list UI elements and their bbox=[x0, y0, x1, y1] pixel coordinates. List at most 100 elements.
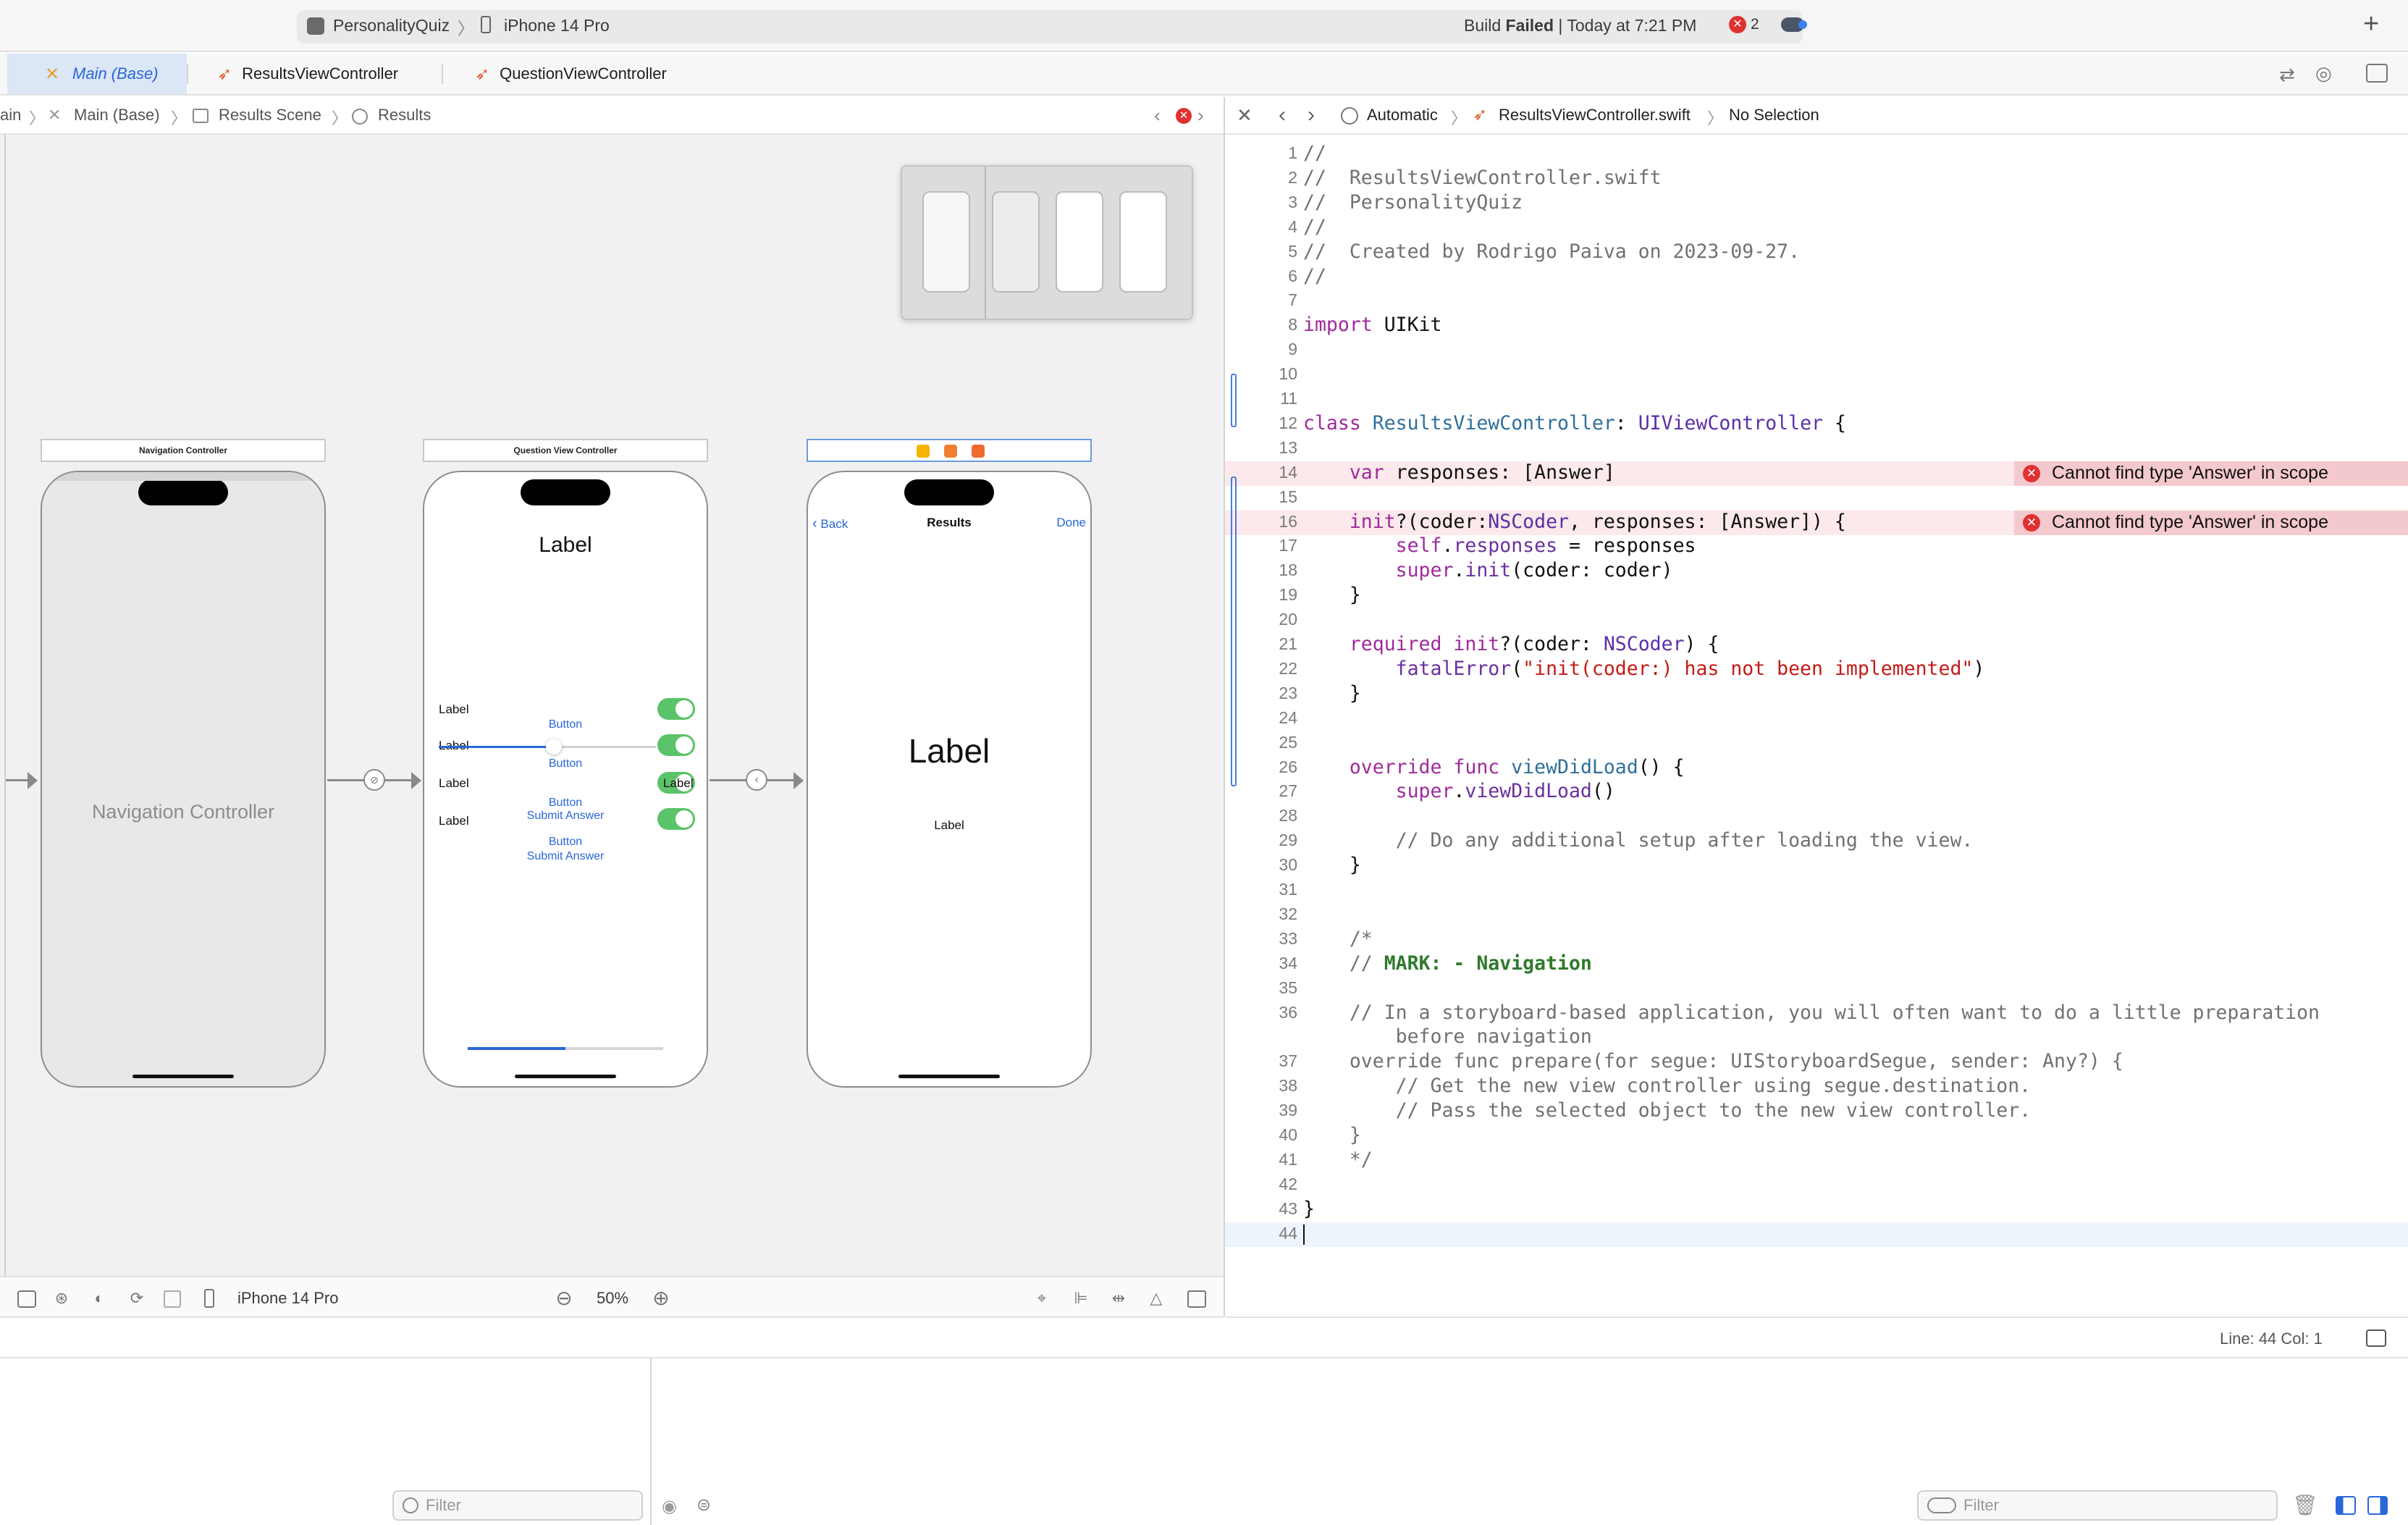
code-line[interactable]: self.responses = responses bbox=[1395, 534, 1696, 558]
code-line[interactable]: var responses: [Answer] bbox=[1349, 461, 1615, 484]
row-button[interactable]: Button bbox=[548, 797, 583, 809]
code-line[interactable]: // In a storyboard-based application, yo… bbox=[1349, 1001, 2320, 1024]
line-number[interactable]: 6 bbox=[1288, 266, 1297, 285]
code-line[interactable]: */ bbox=[1349, 1148, 1373, 1171]
done-button[interactable]: Done bbox=[1056, 516, 1086, 529]
line-number[interactable]: 44 bbox=[1279, 1223, 1297, 1243]
question-scene-title[interactable]: Question View Controller bbox=[423, 439, 708, 462]
assistant-mode[interactable]: Automatic bbox=[1367, 106, 1438, 124]
line-number[interactable]: 14 bbox=[1279, 462, 1297, 482]
line-number[interactable]: 21 bbox=[1279, 634, 1297, 653]
change-bar[interactable] bbox=[1231, 374, 1237, 427]
tab-question-view-controller[interactable]: ➶ QuestionViewController bbox=[475, 54, 707, 94]
code-line[interactable]: before navigation bbox=[1349, 1025, 1592, 1049]
line-number[interactable]: 38 bbox=[1279, 1076, 1297, 1096]
debug-area-toggle-icon[interactable] bbox=[2366, 1329, 2386, 1347]
relationship-segue-icon[interactable]: ⊘ bbox=[363, 769, 385, 791]
line-number[interactable]: 32 bbox=[1279, 904, 1297, 923]
code-line[interactable]: // ResultsViewController.swift bbox=[1303, 166, 1662, 189]
align-icon[interactable]: ⊫ bbox=[1074, 1289, 1088, 1307]
line-number[interactable]: 27 bbox=[1279, 781, 1297, 801]
submit-answer-button[interactable]: Submit Answer bbox=[526, 810, 605, 822]
results-view-controller-scene[interactable]: ‹ Back Results Done Label Label bbox=[807, 471, 1092, 1088]
line-number[interactable]: 16 bbox=[1279, 511, 1297, 531]
line-number[interactable]: 11 bbox=[1280, 389, 1297, 408]
close-icon[interactable]: ✕ bbox=[1237, 104, 1253, 126]
canvas-minimap[interactable] bbox=[901, 165, 1193, 320]
code-line[interactable]: /* bbox=[1349, 927, 1373, 950]
zoom-level[interactable]: 50% bbox=[597, 1289, 629, 1307]
update-frames-icon[interactable]: ⌖ bbox=[1037, 1289, 1047, 1307]
submit-answer-button[interactable]: Submit Answer bbox=[526, 850, 605, 862]
accessibility-icon[interactable]: ⊛ bbox=[54, 1289, 69, 1307]
add-editor-icon[interactable] bbox=[2366, 64, 2388, 83]
code-line[interactable]: // PersonalityQuiz bbox=[1303, 190, 1523, 214]
slider-thumb[interactable] bbox=[546, 739, 562, 755]
embed-in-icon[interactable] bbox=[1187, 1290, 1206, 1308]
line-number[interactable]: 36 bbox=[1279, 1002, 1297, 1022]
question-view-controller-scene[interactable]: Label Label Button Label Button Label La… bbox=[423, 471, 708, 1088]
variables-filter-field[interactable]: Filter bbox=[392, 1490, 643, 1521]
breadcrumb-root[interactable]: ain bbox=[0, 106, 22, 124]
swap-editor-icon[interactable]: ⇄ bbox=[2279, 64, 2295, 85]
nav-scene-title[interactable]: Navigation Controller bbox=[41, 439, 326, 462]
line-number[interactable]: 28 bbox=[1279, 806, 1297, 825]
line-number[interactable]: 9 bbox=[1288, 340, 1297, 359]
line-number[interactable]: 23 bbox=[1279, 683, 1297, 702]
line-number[interactable]: 41 bbox=[1279, 1149, 1297, 1169]
code-line[interactable]: // bbox=[1303, 142, 1326, 164]
first-responder-icon[interactable] bbox=[944, 445, 957, 458]
view-controller-dock-icon[interactable] bbox=[917, 445, 930, 458]
navigation-controller-scene[interactable]: Navigation Controller bbox=[41, 471, 326, 1088]
previous-issue-icon[interactable]: ‹ bbox=[1154, 104, 1161, 126]
code-line[interactable]: } bbox=[1303, 681, 1361, 705]
line-number[interactable]: 30 bbox=[1279, 855, 1297, 875]
orientation-icon[interactable]: ⟳ bbox=[130, 1289, 144, 1307]
line-number[interactable]: 25 bbox=[1279, 732, 1297, 752]
code-line[interactable]: // MARK: - Navigation bbox=[1349, 951, 1592, 975]
appearance-icon[interactable]: ◐ bbox=[94, 1289, 104, 1307]
code-line[interactable]: // bbox=[1303, 264, 1326, 287]
code-line[interactable]: } bbox=[1303, 1197, 1315, 1220]
show-variables-icon[interactable] bbox=[2336, 1496, 2356, 1515]
code-line[interactable]: } bbox=[1349, 1124, 1361, 1146]
breadcrumb-scene[interactable]: Results Scene bbox=[219, 106, 321, 124]
code-line[interactable]: } bbox=[1303, 854, 1361, 877]
line-number[interactable]: 8 bbox=[1288, 315, 1297, 335]
zoom-in-icon[interactable]: ⊕ bbox=[652, 1287, 670, 1309]
line-number[interactable]: 35 bbox=[1279, 978, 1297, 997]
line-number[interactable]: 31 bbox=[1279, 880, 1297, 899]
add-tab-button[interactable]: + bbox=[2363, 9, 2380, 39]
line-number[interactable]: 20 bbox=[1279, 610, 1297, 629]
line-number[interactable]: 22 bbox=[1279, 658, 1297, 678]
breadcrumb-storyboard[interactable]: Main (Base) bbox=[74, 106, 160, 124]
answer-switch[interactable] bbox=[657, 808, 695, 830]
line-number[interactable]: 29 bbox=[1279, 831, 1297, 850]
line-number[interactable]: 1 bbox=[1288, 143, 1297, 162]
line-number[interactable]: 4 bbox=[1288, 217, 1297, 236]
print-description-icon[interactable]: ⊜ bbox=[696, 1495, 712, 1515]
code-line[interactable]: // Do any additional setup after loading… bbox=[1395, 829, 1974, 852]
line-number[interactable]: 40 bbox=[1279, 1125, 1297, 1144]
code-line[interactable]: super.viewDidLoad() bbox=[1395, 780, 1615, 803]
line-number[interactable]: 39 bbox=[1279, 1101, 1297, 1120]
results-scene-dock[interactable] bbox=[807, 439, 1092, 462]
line-number[interactable]: 37 bbox=[1279, 1051, 1297, 1071]
canvas-device[interactable]: iPhone 14 Pro bbox=[237, 1289, 339, 1307]
tab-main-storyboard[interactable]: ✕ Main (Base) bbox=[7, 54, 187, 94]
breadcrumb-selection[interactable]: No Selection bbox=[1729, 106, 1819, 124]
tab-results-view-controller[interactable]: ➶ ResultsViewController bbox=[217, 54, 434, 94]
line-number[interactable]: 2 bbox=[1288, 167, 1297, 187]
run-destination[interactable]: iPhone 14 Pro bbox=[504, 16, 610, 35]
line-number[interactable]: 12 bbox=[1279, 413, 1297, 432]
code-line[interactable]: // bbox=[1303, 215, 1326, 238]
line-number[interactable]: 33 bbox=[1279, 928, 1297, 948]
eye-icon[interactable]: ◉ bbox=[662, 1497, 677, 1516]
breadcrumb-results[interactable]: Results bbox=[378, 106, 431, 124]
code-lines[interactable]: //// ResultsViewController.swift// Perso… bbox=[1225, 135, 2408, 1276]
line-number[interactable]: 34 bbox=[1279, 953, 1297, 972]
line-number[interactable]: 19 bbox=[1279, 585, 1297, 605]
line-number[interactable]: 17 bbox=[1279, 536, 1297, 555]
